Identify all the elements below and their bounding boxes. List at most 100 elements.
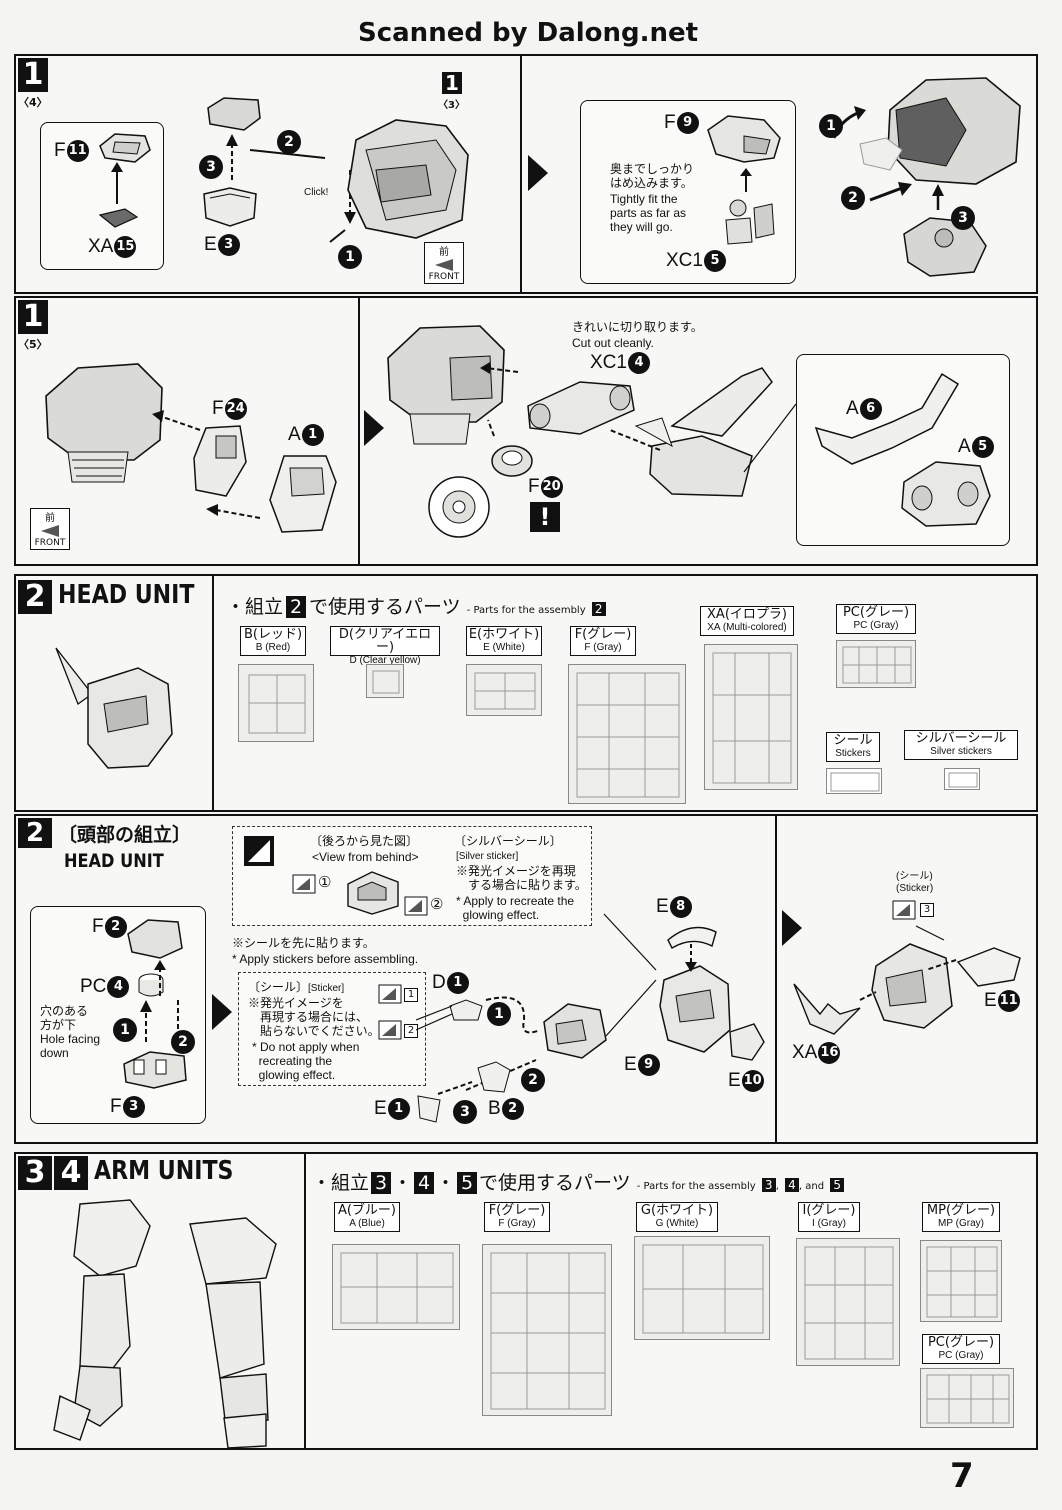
- step1b-divider: [358, 298, 360, 564]
- part-f24-shape: [193, 425, 247, 497]
- silver-title-en: [Silver sticker]: [456, 851, 519, 862]
- runner-mp-label: MP(グレー)MP (Gray): [922, 1202, 1000, 1232]
- part-xc14-shape: [527, 381, 635, 435]
- hole-note-jp: 穴のある 方が下: [40, 1004, 89, 1032]
- order-2-right: 2: [841, 186, 865, 210]
- part-f2-shape: [127, 919, 183, 959]
- head-unit-preview: [55, 647, 173, 769]
- part-e1-shape: [417, 1095, 441, 1123]
- order-2-icon: 2: [277, 130, 301, 154]
- sticker-info-icon: [244, 836, 274, 866]
- page-number: 7: [950, 1456, 974, 1496]
- next-arrow-icon: [528, 155, 548, 191]
- note-fit-jp: 奥までしっかり はめ込みます。: [610, 162, 695, 190]
- view-behind-en: <View from behind>: [312, 850, 419, 864]
- warning-icon: !: [530, 502, 560, 532]
- runner-b: [238, 664, 314, 742]
- head-assembly-title-jp: 〔頭部の組立〕: [58, 824, 192, 846]
- substep-label: 〈4〉: [18, 96, 48, 109]
- runner-d: [366, 664, 404, 698]
- step-number-1: 1: [18, 58, 48, 92]
- runner-i: [796, 1238, 900, 1366]
- arm-preview-left: [53, 1199, 151, 1441]
- part-xa16-shape: [793, 983, 861, 1035]
- part-head-1b-left: [45, 363, 163, 483]
- step34-divider: [304, 1154, 306, 1448]
- front-jp-1b: 前: [45, 513, 55, 524]
- arrow-up-f11: [111, 162, 123, 204]
- sticker-1-number: 1: [404, 988, 418, 1002]
- runner-a: [332, 1244, 460, 1330]
- part-head-final: [871, 943, 953, 1029]
- part-head-core: [543, 1003, 607, 1059]
- seal-title-jp: 〔シール〕[Sticker]: [248, 980, 345, 994]
- part-wing-assembly: [634, 367, 773, 497]
- head-unit-title: HEAD UNIT: [58, 580, 195, 610]
- runner-i-label: I(グレー)I (Gray): [798, 1202, 860, 1232]
- part-view-behind: [347, 871, 399, 915]
- next-arrow-2b-icon: [782, 910, 802, 946]
- part-e3-shape: [203, 187, 257, 227]
- arrows-center-1a: [226, 134, 356, 243]
- step2-parts-divider: [212, 576, 214, 810]
- step-number-1b: 1: [18, 300, 48, 334]
- scan-credit: Scanned by Dalong.net: [358, 18, 699, 48]
- order-1-right: 1: [819, 114, 843, 138]
- order-2-head: 2: [521, 1068, 545, 1092]
- part-f20-detail: [428, 476, 490, 538]
- sticker-first-jp: ※シールを先に貼ります。: [232, 936, 375, 950]
- sticker-tag-jp: (シール): [896, 871, 933, 882]
- runner-d-label: D(クリアイエロー)D (Clear yellow): [330, 626, 440, 666]
- part-a1-shape: [269, 455, 337, 533]
- next-arrow-1b-icon: [364, 410, 384, 446]
- front-jp: 前: [439, 247, 449, 258]
- runner-pc2-label: PC(グレー)PC (Gray): [922, 1334, 1000, 1364]
- sticker-2-icon: [378, 1020, 402, 1040]
- front-arrow-icon: [435, 259, 453, 271]
- part-finished-head-1a: [887, 77, 1021, 185]
- arm-units-title: ARM UNITS: [94, 1156, 234, 1186]
- part-f3-shape: [123, 1051, 187, 1089]
- silver-note-jp: ※発光イメージを再現 する場合に貼ります。: [456, 864, 587, 892]
- circled-one: ①: [318, 874, 332, 891]
- part-b2-shape: [477, 1061, 511, 1093]
- runner-f2: [482, 1244, 612, 1416]
- arrows-final: [859, 925, 957, 1001]
- part-a5-shape: [901, 461, 991, 527]
- runner-xa-label: XA(イロプラ)XA (Multi-colored): [700, 606, 794, 636]
- note-cut-jp: きれいに切り取ります。: [572, 320, 703, 334]
- step-number-2b: 2: [18, 818, 52, 848]
- ref-substep: 〈3〉: [438, 100, 465, 111]
- step-number-3: 3: [18, 1156, 52, 1190]
- part-e10-shape: [729, 1023, 765, 1061]
- arrows-1b-center: [480, 362, 661, 451]
- connector-line-1b: [743, 403, 797, 473]
- silver-sticker-sheet: [944, 768, 980, 790]
- step1-divider: [520, 56, 522, 292]
- runner-xa: [704, 644, 798, 790]
- front-en-1b: FRONT: [34, 538, 66, 548]
- sticker-3-number: 3: [920, 903, 934, 917]
- front-en: FRONT: [428, 272, 460, 282]
- parts-step-2-badge: 2: [286, 596, 307, 618]
- order-3-right: 3: [951, 206, 975, 230]
- sticker-marker-icon: [292, 874, 316, 894]
- front-indicator: 前 FRONT: [424, 242, 464, 284]
